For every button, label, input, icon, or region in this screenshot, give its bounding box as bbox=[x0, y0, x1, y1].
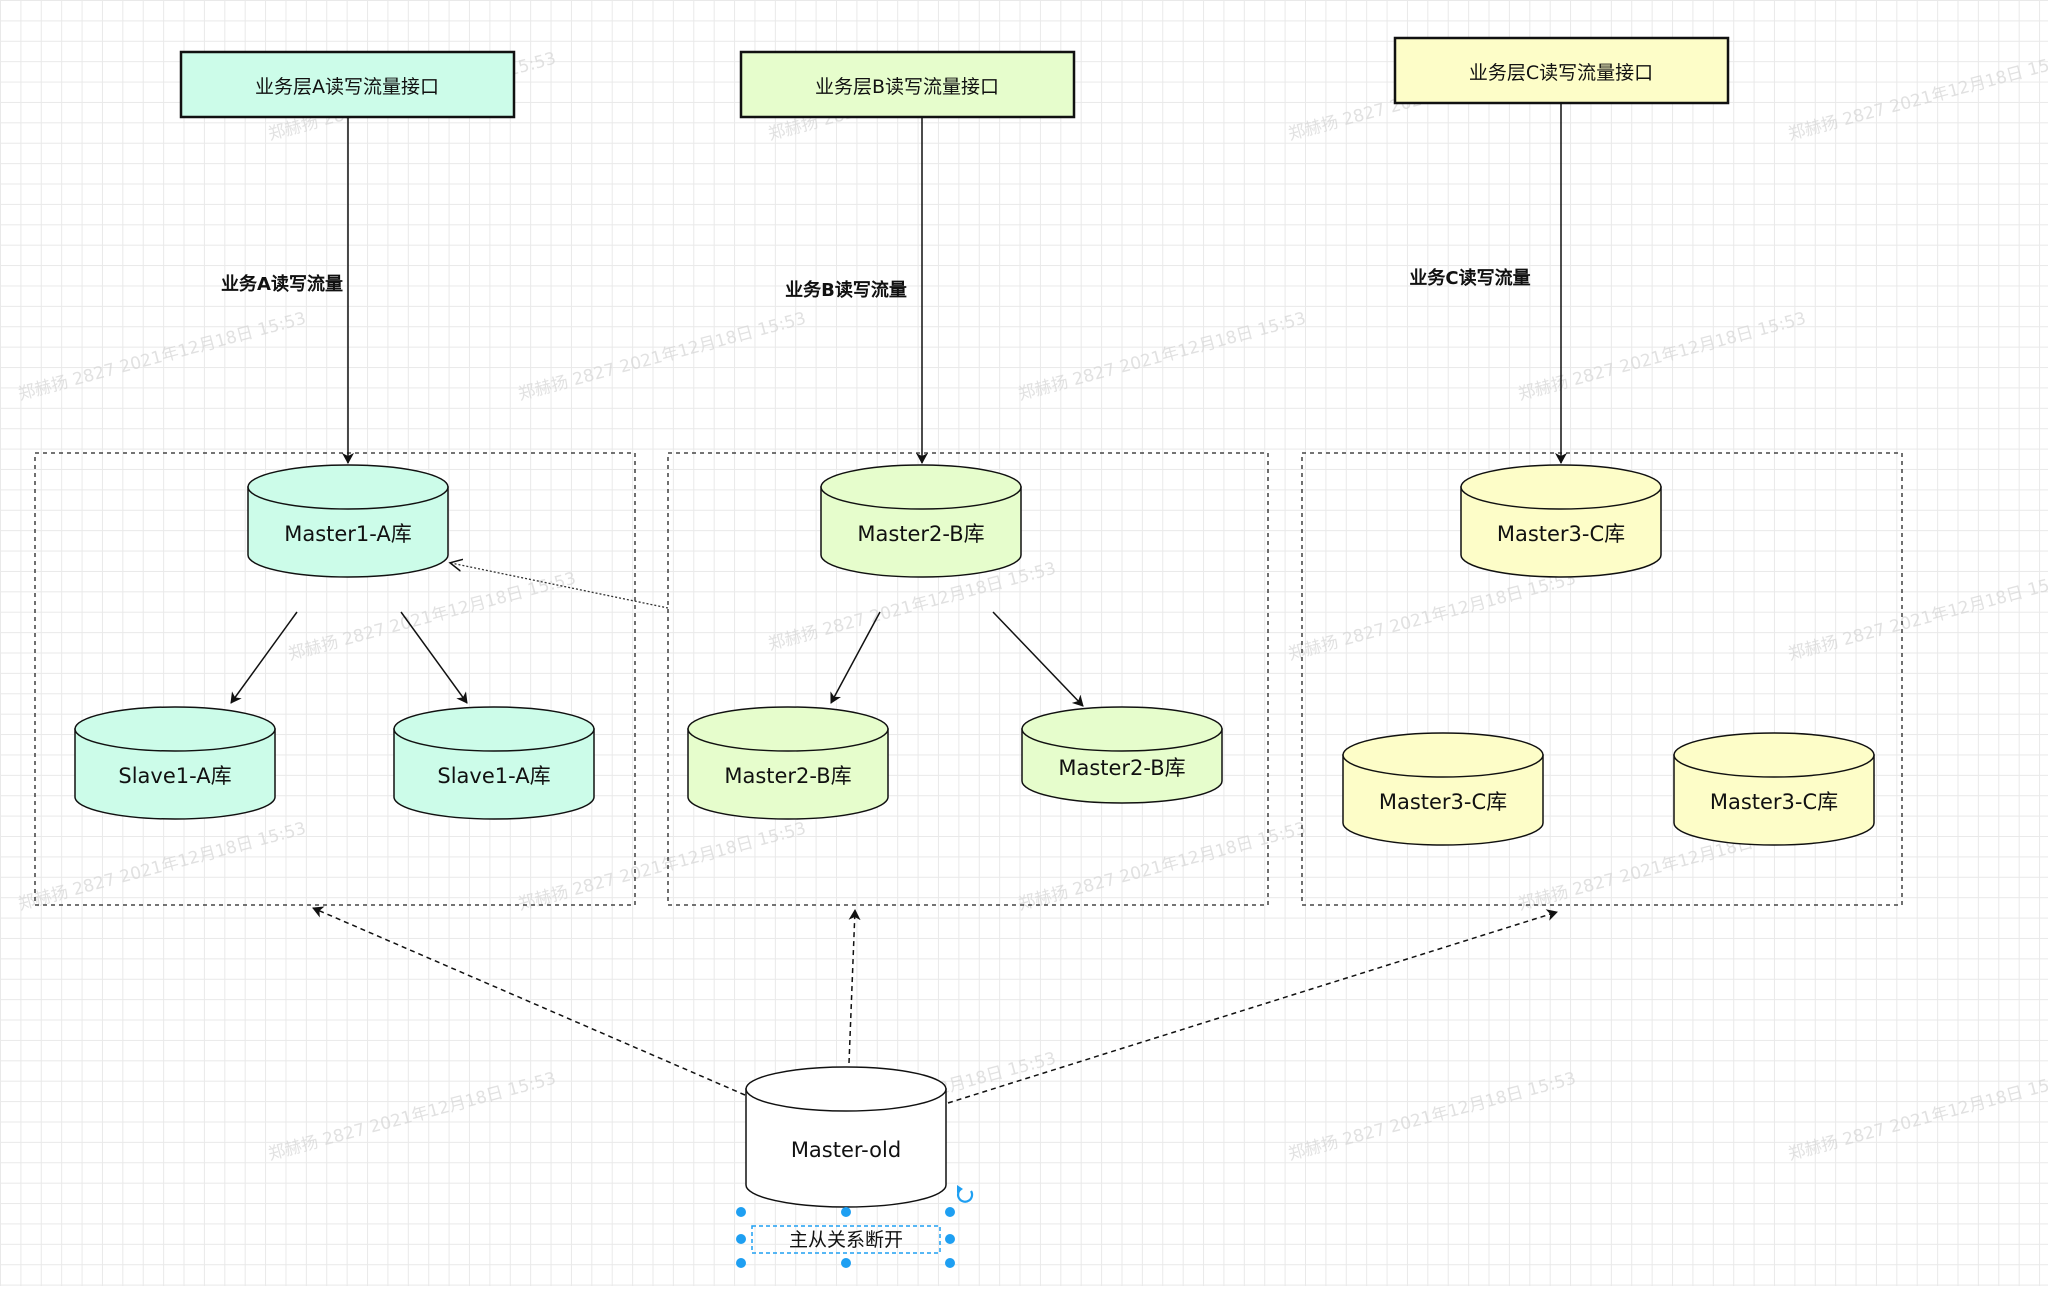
master-old-db[interactable]: Master-old bbox=[745, 1066, 947, 1208]
dotted-link-to-master1[interactable] bbox=[451, 563, 669, 609]
watermark-text: 郑赫扬 2827 2021年12月18日 15:53 bbox=[16, 309, 308, 405]
selection-handle[interactable] bbox=[945, 1207, 955, 1217]
master2-b-db-right[interactable]: Master2-B库 bbox=[1021, 706, 1223, 804]
watermark-text: 郑赫扬 2827 2021年12月18日 15:53 bbox=[16, 819, 308, 915]
master3-c-db[interactable]: Master3-C库 bbox=[1460, 464, 1662, 578]
interface-c-box[interactable]: 业务层C读写流量接口 bbox=[1393, 36, 1730, 105]
replication-arrow-a-right[interactable] bbox=[400, 611, 468, 704]
group-a-container[interactable] bbox=[34, 452, 636, 906]
master1-a-db-label: Master1-A库 bbox=[284, 522, 412, 546]
relation-broken-label[interactable]: 主从关系断开 bbox=[789, 1229, 903, 1251]
traffic-label-c: 业务C读写流量 bbox=[1409, 267, 1530, 289]
migrate-arrow-to-c[interactable] bbox=[947, 909, 1558, 1104]
selection-handle[interactable] bbox=[945, 1234, 955, 1244]
selection-handle[interactable] bbox=[945, 1258, 955, 1268]
group-c-container[interactable] bbox=[1301, 452, 1903, 906]
watermark-text: 郑赫扬 2827 2021年12月18日 15:53 bbox=[1016, 309, 1308, 405]
watermark-text: 郑赫扬 2827 2021年12月18日 15:53 bbox=[1786, 569, 2048, 665]
watermark-text: 郑赫扬 2827 2021年12月18日 15:53 bbox=[1016, 819, 1308, 915]
master1-a-db[interactable]: Master1-A库 bbox=[247, 464, 449, 578]
watermark-text: 郑赫扬 2827 2021年12月18日 15:53 bbox=[1516, 309, 1808, 405]
selection-handle[interactable] bbox=[736, 1234, 746, 1244]
master2-b-db[interactable]: Master2-B库 bbox=[820, 464, 1022, 578]
watermark-text: 郑赫扬 2827 2021年12月18日 15:53 bbox=[266, 1069, 558, 1165]
rotate-handle-icon[interactable] bbox=[956, 1185, 974, 1203]
replication-arrow-b-left[interactable] bbox=[830, 611, 881, 704]
selection-handle[interactable] bbox=[841, 1258, 851, 1268]
interface-c-label: 业务层C读写流量接口 bbox=[1469, 62, 1653, 84]
watermark-text: 郑赫扬 2827 2021年12月18日 15:53 bbox=[1286, 1069, 1578, 1165]
slave1-a-db-left[interactable]: Slave1-A库 bbox=[74, 706, 276, 820]
master2-b-db-left[interactable]: Master2-B库 bbox=[687, 706, 889, 820]
watermark-text: 郑赫扬 2827 2021年12月18日 15:53 bbox=[516, 309, 808, 405]
selection-handle[interactable] bbox=[736, 1258, 746, 1268]
migrate-arrow-to-b[interactable] bbox=[848, 909, 861, 1064]
slave1-a-db-right[interactable]: Slave1-A库 bbox=[393, 706, 595, 820]
master2-b-db-left-label: Master2-B库 bbox=[724, 764, 851, 788]
master3-c-db-right-label: Master3-C库 bbox=[1710, 790, 1838, 814]
interface-b-label: 业务层B读写流量接口 bbox=[815, 76, 999, 98]
interface-a-label: 业务层A读写流量接口 bbox=[255, 76, 439, 98]
slave1-a-db-right-label: Slave1-A库 bbox=[437, 764, 550, 788]
selection-box bbox=[751, 1225, 941, 1254]
traffic-label-b: 业务B读写流量 bbox=[785, 279, 907, 301]
watermark-text: 郑赫扬 2827 2021年12月18日 15:53 bbox=[1286, 569, 1578, 665]
watermark-text: 郑赫扬 2827 2021年12月18日 15:53 bbox=[1786, 1069, 2048, 1165]
replication-arrow-b-right[interactable] bbox=[992, 611, 1084, 707]
master-old-db-label: Master-old bbox=[791, 1138, 901, 1162]
master2-b-db-label: Master2-B库 bbox=[857, 522, 984, 546]
migrate-arrow-to-a[interactable] bbox=[312, 906, 746, 1096]
replication-arrow-a-left[interactable] bbox=[230, 611, 298, 704]
master3-c-db-left-label: Master3-C库 bbox=[1379, 790, 1507, 814]
watermark-text: 郑赫扬 2827 2021年12月18日 15:53 bbox=[516, 819, 808, 915]
selected-label-group[interactable]: 主从关系断开 bbox=[736, 1185, 974, 1268]
master3-c-db-label: Master3-C库 bbox=[1497, 522, 1625, 546]
interface-b-box[interactable]: 业务层B读写流量接口 bbox=[739, 50, 1076, 119]
watermark-text: 郑赫扬 2827 2021年12月18日 15:53 bbox=[286, 569, 578, 665]
traffic-label-a: 业务A读写流量 bbox=[221, 273, 343, 295]
master2-b-db-right-label: Master2-B库 bbox=[1058, 756, 1185, 780]
selection-handle[interactable] bbox=[841, 1207, 851, 1217]
watermark-layer: 郑赫扬 2827 2021年12月18日 15:53 郑赫扬 2827 2021年… bbox=[16, 49, 2048, 1165]
watermark-text: 郑赫扬 2827 2021年12月18日 15:53 bbox=[1786, 49, 2048, 145]
group-b-container[interactable] bbox=[667, 452, 1269, 906]
selection-handle[interactable] bbox=[736, 1207, 746, 1217]
master3-c-db-right[interactable]: Master3-C库 bbox=[1673, 732, 1875, 846]
master3-c-db-left[interactable]: Master3-C库 bbox=[1342, 732, 1544, 846]
interface-a-box[interactable]: 业务层A读写流量接口 bbox=[179, 50, 516, 119]
slave1-a-db-left-label: Slave1-A库 bbox=[118, 764, 231, 788]
